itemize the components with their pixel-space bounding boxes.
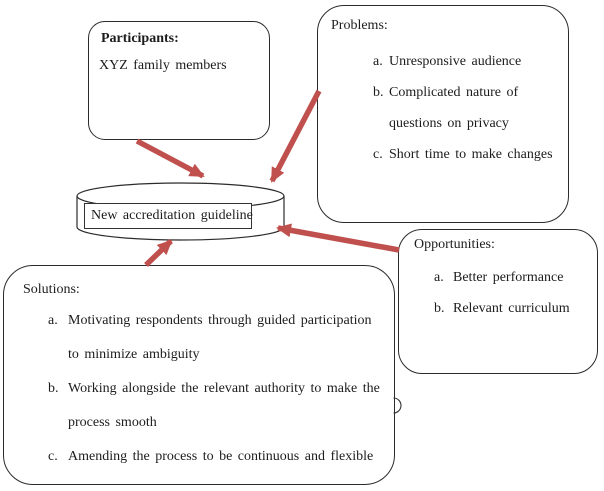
list-item-text: Motivating respondents through guided pa… [68, 313, 372, 362]
list-item-text: Relevant curriculum [453, 301, 570, 316]
solutions-box: Solutions: a. Motivating respondents thr… [3, 265, 395, 485]
list-item: b. Working alongside the relevant author… [48, 372, 380, 440]
list-item-text: Better performance [453, 270, 564, 285]
list-item-text: Working alongside the relevant authority… [68, 381, 380, 430]
solutions-title: Solutions: [23, 282, 80, 297]
list-item-label: a. [48, 313, 58, 328]
list-item-label: c. [373, 147, 383, 162]
participants-title: Participants: [101, 31, 179, 46]
list-item-text: Short time to make changes [389, 147, 553, 162]
problems-title: Problems: [331, 18, 388, 33]
list-item-text: Unresponsive audience [389, 54, 522, 69]
list-item: c. Amending the process to be continuous… [48, 440, 380, 474]
list-item: b. Relevant curriculum [434, 293, 570, 324]
list-item-text: Amending the process to be continuous an… [68, 449, 374, 464]
list-item-label: c. [48, 449, 58, 464]
list-item: a. Better performance [434, 262, 570, 293]
list-item-text: Complicated nature of questions on priva… [389, 85, 519, 131]
problems-box: Problems: a. Unresponsive audience b. Co… [317, 5, 569, 223]
list-item: b. Complicated nature of questions on pr… [373, 77, 553, 139]
problems-list: a. Unresponsive audience b. Complicated … [373, 46, 553, 170]
list-item-label: b. [48, 381, 59, 396]
arrow-participants-to-guideline [135, 138, 205, 179]
arrow-solutions-to-guideline [144, 239, 173, 267]
list-item: c. Short time to make changes [373, 139, 553, 170]
list-item: a. Unresponsive audience [373, 46, 553, 77]
guideline-label-box: New accreditation guideline [84, 203, 253, 229]
participants-body: XYZ family members [99, 58, 227, 73]
participants-box: Participants: XYZ family members [88, 21, 270, 140]
opportunities-box: Opportunities: a. Better performance b. … [398, 229, 598, 374]
list-item-label: a. [373, 54, 383, 69]
list-item-label: a. [434, 270, 444, 285]
solutions-list: a. Motivating respondents through guided… [48, 304, 380, 474]
list-item-label: b. [373, 85, 384, 100]
list-item-label: b. [434, 301, 445, 316]
opportunities-list: a. Better performance b. Relevant curric… [434, 262, 570, 324]
list-item: a. Motivating respondents through guided… [48, 304, 380, 372]
arrow-opportunities-to-guideline [276, 223, 400, 253]
arrow-problems-to-guideline [269, 89, 322, 183]
opportunities-title: Opportunities: [414, 237, 495, 252]
